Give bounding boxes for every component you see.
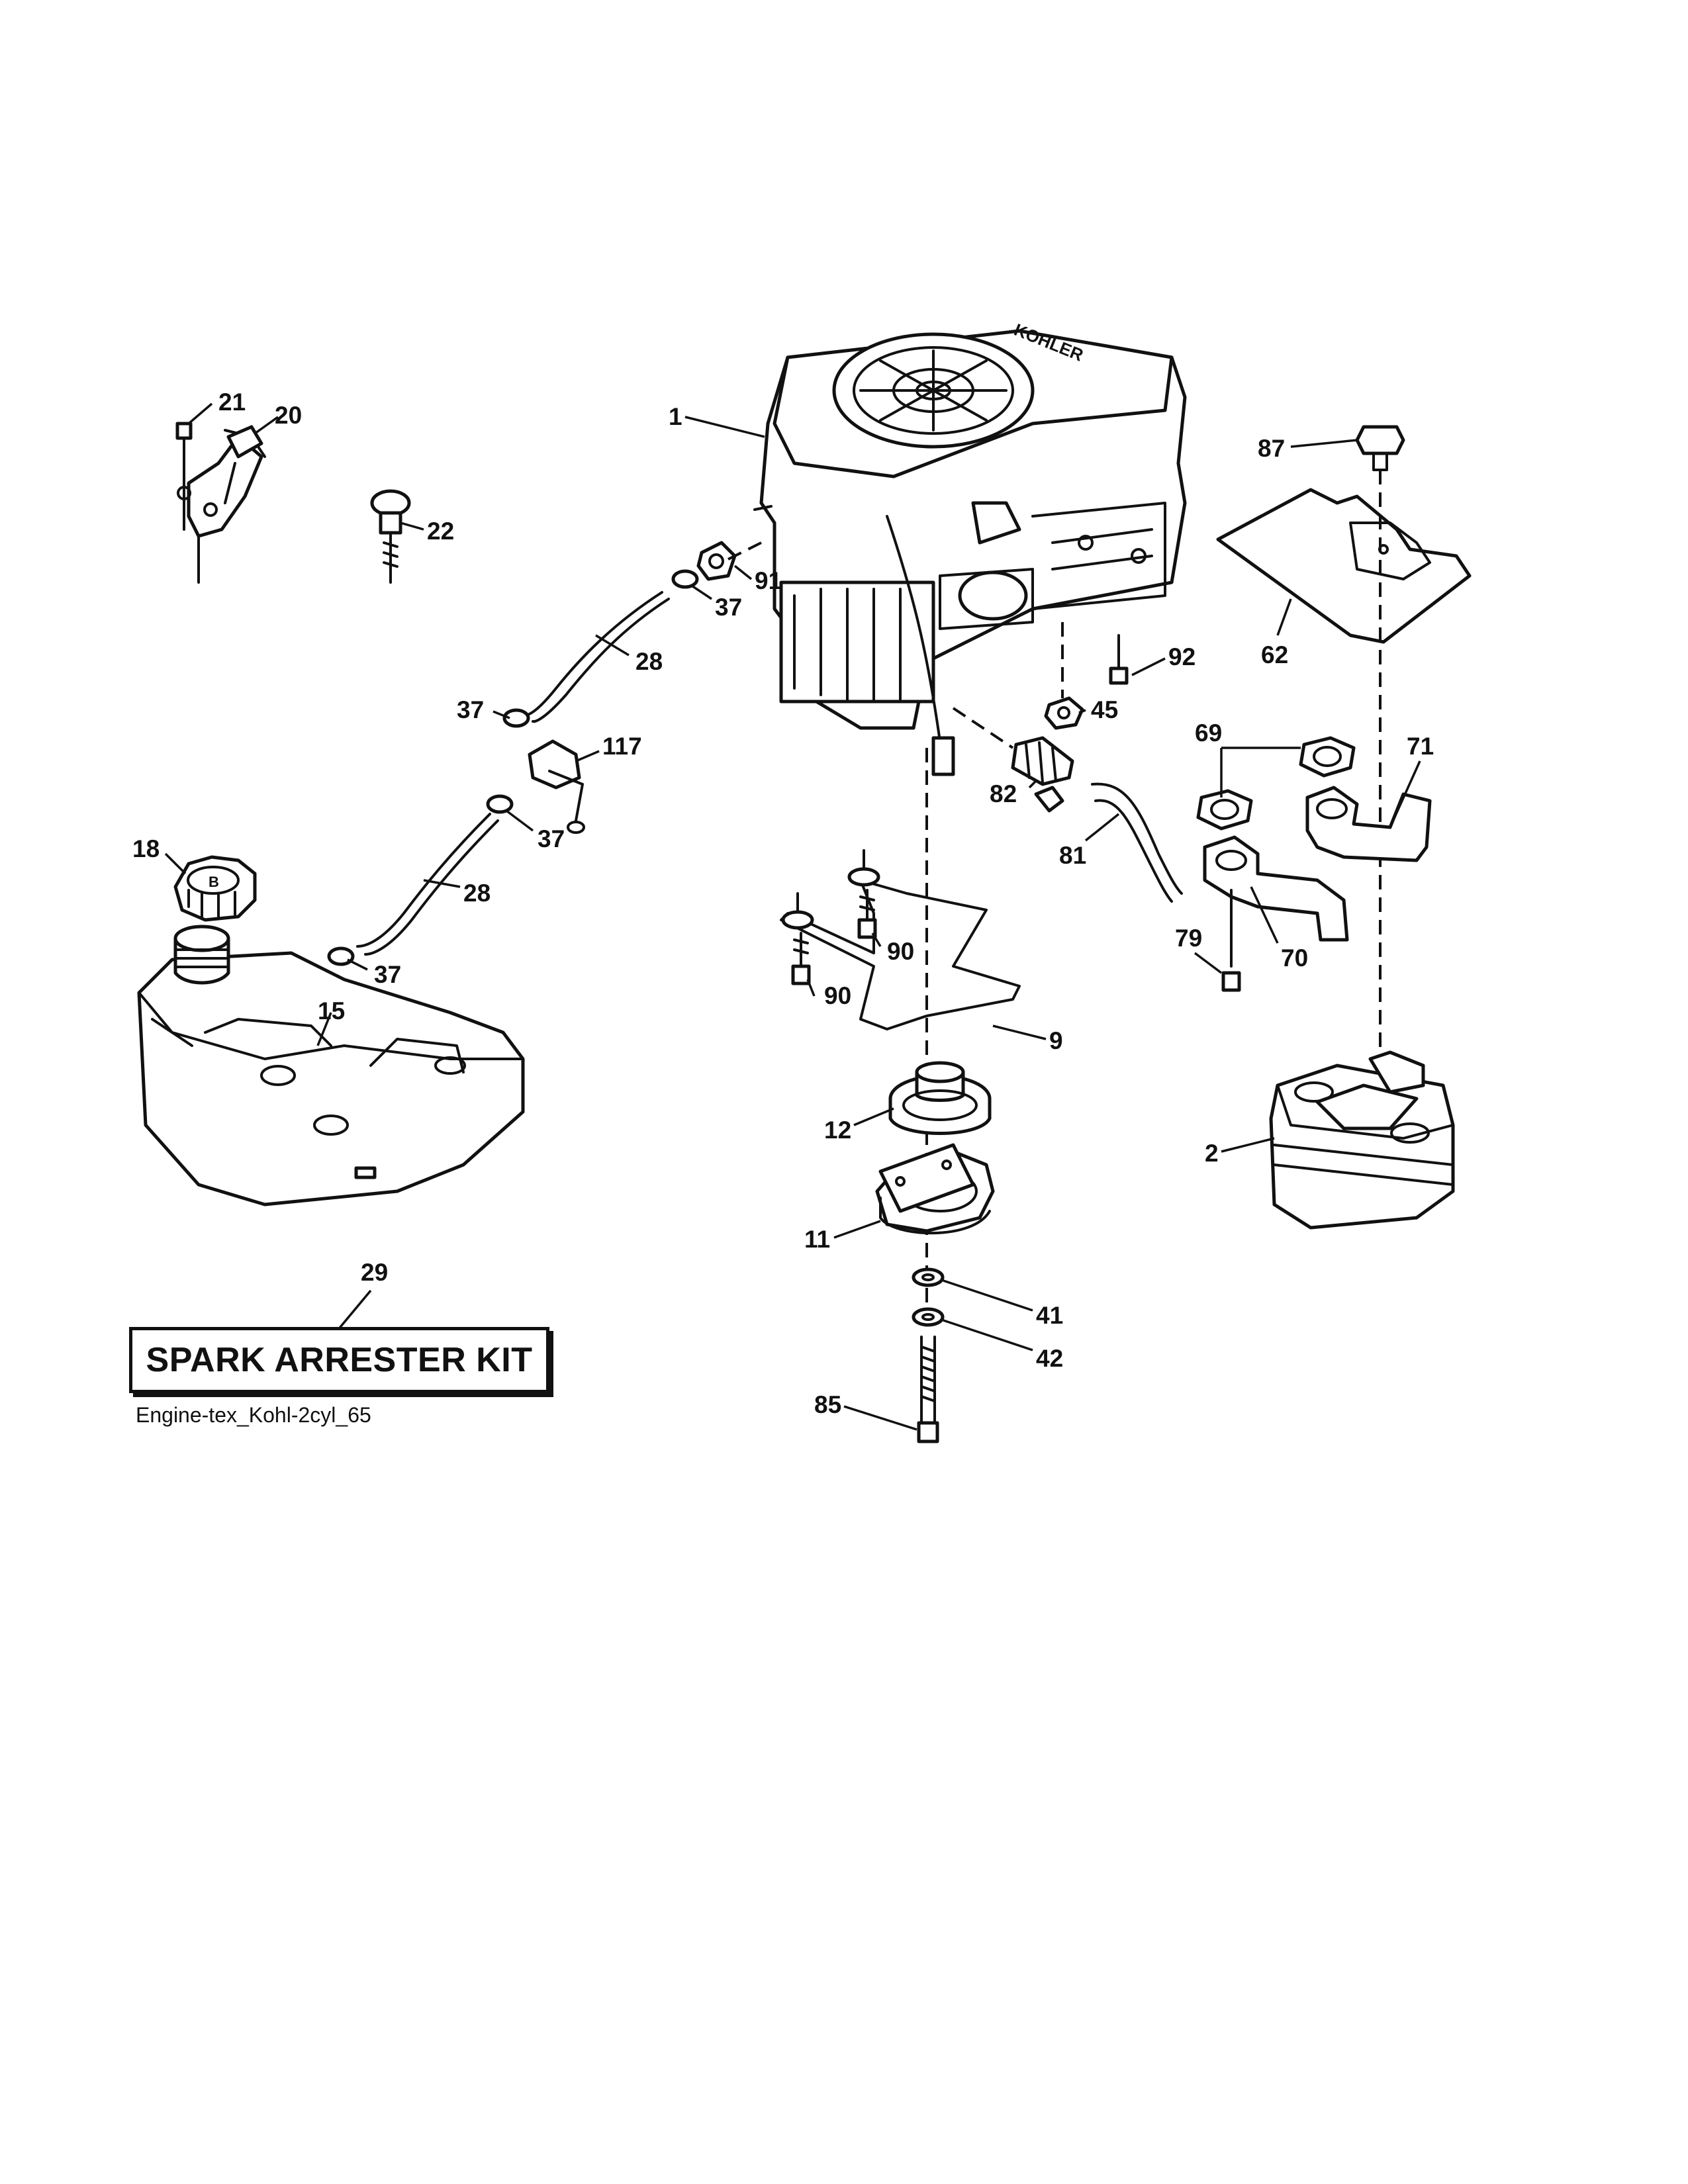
callout-62: 62: [1261, 641, 1288, 668]
callout-28-upper: 28: [635, 648, 663, 675]
clamp-37-middle: [502, 708, 530, 728]
engine: KOHLER: [753, 320, 1187, 776]
callout-117: 117: [602, 733, 642, 760]
bolt-90-lower: [791, 932, 811, 985]
knob-87: [1355, 425, 1405, 471]
callout-37-middle: 37: [457, 696, 484, 723]
connector-82: [1011, 736, 1074, 813]
callout-21: 21: [218, 388, 246, 416]
washer-42: [912, 1307, 945, 1327]
callout-42: 42: [1036, 1345, 1063, 1372]
dashed-guide-91: [727, 541, 762, 561]
callout-9: 9: [1049, 1027, 1063, 1054]
callout-1: 1: [669, 403, 682, 430]
washer-41: [912, 1267, 945, 1287]
bolt-79: [1221, 889, 1241, 992]
callout-90-lower: 90: [824, 982, 851, 1009]
fitting-91: [696, 541, 737, 581]
callout-69: 69: [1195, 719, 1222, 747]
svg-text:B: B: [209, 874, 219, 890]
exhaust-pipe-70: [1203, 835, 1349, 942]
bolt-92: [1109, 634, 1129, 685]
dashed-guide-82: [952, 707, 1014, 749]
clamp-37-upper: [671, 569, 699, 589]
pulley-12: [888, 1061, 992, 1135]
callout-37-upper: 37: [715, 594, 742, 621]
hose-81: [1091, 782, 1183, 903]
clamp-37-lower: [327, 946, 355, 966]
callout-45: 45: [1091, 696, 1118, 723]
bolt-90-upper: [857, 889, 877, 939]
callout-20: 20: [275, 402, 302, 429]
callout-12: 12: [824, 1116, 851, 1144]
callout-28-lower: 28: [463, 880, 491, 907]
callout-82: 82: [990, 780, 1017, 807]
gasket-69-upper: [1299, 736, 1356, 778]
callout-87: 87: [1258, 435, 1285, 462]
callout-11: 11: [804, 1226, 830, 1253]
diagram-code: Engine-tex_Kohl-2cyl_65: [136, 1403, 371, 1427]
fuel-line-lower: [356, 813, 499, 956]
callout-18: 18: [132, 835, 160, 862]
callout-15: 15: [318, 997, 345, 1024]
callout-2: 2: [1205, 1140, 1219, 1167]
heat-shield: [1216, 488, 1472, 644]
callout-37-lower: 37: [374, 961, 401, 988]
callout-81: 81: [1059, 842, 1086, 869]
callout-90-upper: 90: [887, 938, 914, 965]
muffler: [1269, 1050, 1455, 1230]
exhaust-pipe-71: [1305, 786, 1432, 862]
bracket-9: [780, 849, 1021, 1030]
spark-arrester-kit-title: SPARK ARRESTER KIT: [146, 1341, 533, 1379]
callout-79: 79: [1175, 925, 1202, 952]
spark-arrester-kit-box: SPARK ARRESTER KIT: [129, 1327, 549, 1393]
bolt-85: [917, 1336, 939, 1443]
throttle-bracket: [177, 429, 266, 584]
callout-37-lower-upper: 37: [538, 825, 565, 852]
clamp-37-lower-upper: [486, 794, 514, 814]
fuel-tank: [137, 925, 525, 1206]
callout-70: 70: [1281, 944, 1308, 972]
clutch-11: [875, 1143, 995, 1235]
callout-22: 22: [427, 518, 454, 545]
callout-71: 71: [1407, 733, 1434, 760]
bolt-21: [175, 422, 193, 531]
callout-29: 29: [361, 1259, 388, 1286]
fuel-filter-117: [528, 739, 585, 834]
leader-lines: [164, 402, 1421, 1431]
gasket-69-lower: [1196, 789, 1253, 831]
callout-85: 85: [814, 1391, 841, 1418]
callout-92: 92: [1168, 643, 1196, 670]
choke-knob: [370, 489, 411, 584]
nut-45: [1044, 696, 1084, 730]
screw-20: [226, 425, 263, 459]
callout-91: 91: [755, 567, 782, 594]
callout-41: 41: [1036, 1302, 1063, 1329]
fuel-cap: B: [173, 855, 257, 922]
